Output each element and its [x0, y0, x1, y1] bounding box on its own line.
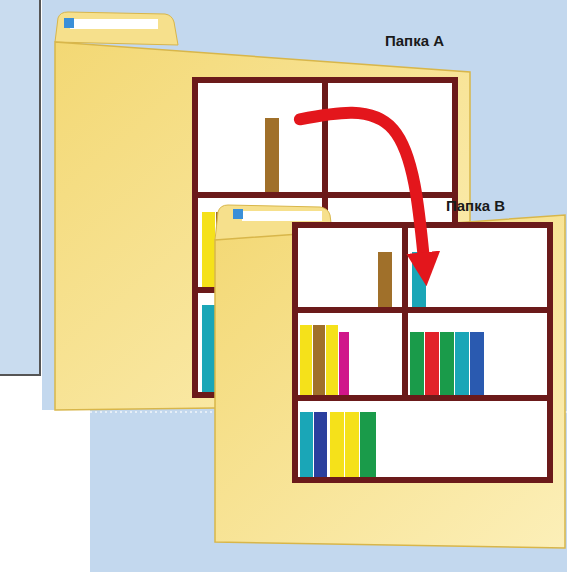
folder-label: Папка B — [446, 197, 505, 214]
tab-strip — [242, 211, 322, 221]
tab-icon — [233, 209, 243, 219]
shelf-frame — [295, 225, 550, 480]
book — [410, 332, 424, 395]
main-panel — [42, 0, 567, 572]
book — [314, 412, 327, 478]
book — [300, 325, 312, 395]
book — [300, 412, 313, 478]
book — [265, 118, 279, 192]
book — [455, 332, 469, 395]
shelf-divider — [295, 307, 550, 313]
side-panel — [0, 0, 40, 375]
book — [440, 332, 454, 395]
book — [202, 212, 215, 287]
move-arrow — [300, 113, 424, 263]
book — [345, 412, 359, 478]
folder-shape — [210, 195, 567, 550]
book — [326, 325, 338, 395]
shelf-back — [295, 225, 550, 480]
book — [412, 252, 426, 308]
shelf-divider — [295, 395, 550, 401]
book — [339, 332, 349, 395]
folder: Папка B — [210, 195, 567, 550]
folder-body — [215, 215, 565, 548]
folder-label: Папка A — [385, 32, 444, 49]
book — [202, 305, 215, 392]
book — [378, 252, 392, 308]
tab-strip — [70, 19, 158, 29]
shelf-divider — [195, 192, 455, 198]
folder-tab — [55, 12, 178, 45]
book — [330, 412, 344, 478]
book — [425, 332, 439, 395]
book — [313, 325, 325, 395]
tab-icon — [64, 18, 74, 28]
panel-border — [0, 0, 40, 375]
book — [360, 412, 376, 478]
book — [470, 332, 484, 395]
